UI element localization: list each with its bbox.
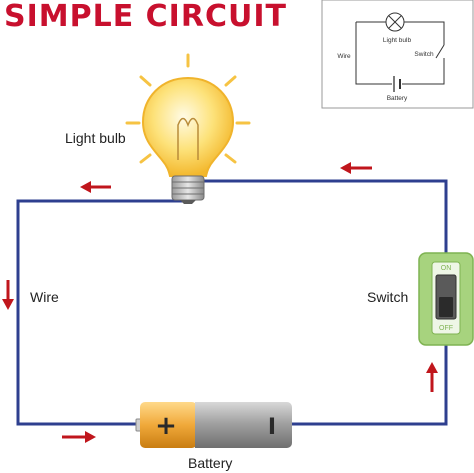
battery-plus-sign: +: [155, 411, 177, 441]
schematic-inset: Light bulb Switch Wire Battery: [321, 0, 474, 109]
schematic-switch-label: Switch: [414, 51, 434, 58]
battery-minus-sign: I: [268, 415, 276, 440]
arrow-up-icon: [426, 362, 438, 392]
arrow-down-icon: [2, 280, 14, 310]
schematic-light-bulb-label: Light bulb: [383, 37, 412, 44]
switch-icon: ON OFF: [418, 252, 474, 346]
arrow-left-icon: [340, 162, 372, 174]
circuit-wire: [16, 179, 448, 426]
schematic-battery-icon: [393, 76, 401, 92]
battery-icon: + I: [135, 402, 292, 448]
schematic-wire-label: Wire: [337, 53, 351, 60]
schematic-switch-icon: [435, 44, 445, 59]
wire-label: Wire: [30, 289, 59, 305]
switch-off-label: OFF: [439, 325, 453, 332]
switch-on-label: ON: [441, 265, 452, 272]
arrow-left-icon: [80, 181, 111, 193]
arrow-right-icon: [62, 431, 96, 443]
page-title: SIMPLE CIRCUIT: [4, 0, 287, 34]
battery-label: Battery: [188, 455, 232, 471]
light-bulb-icon: [125, 53, 251, 204]
schematic-bulb-icon: [385, 12, 405, 32]
switch-label: Switch: [367, 289, 408, 305]
light-bulb-label: Light bulb: [65, 130, 126, 146]
current-arrows: [2, 162, 438, 443]
schematic-battery-label: Battery: [387, 95, 408, 102]
